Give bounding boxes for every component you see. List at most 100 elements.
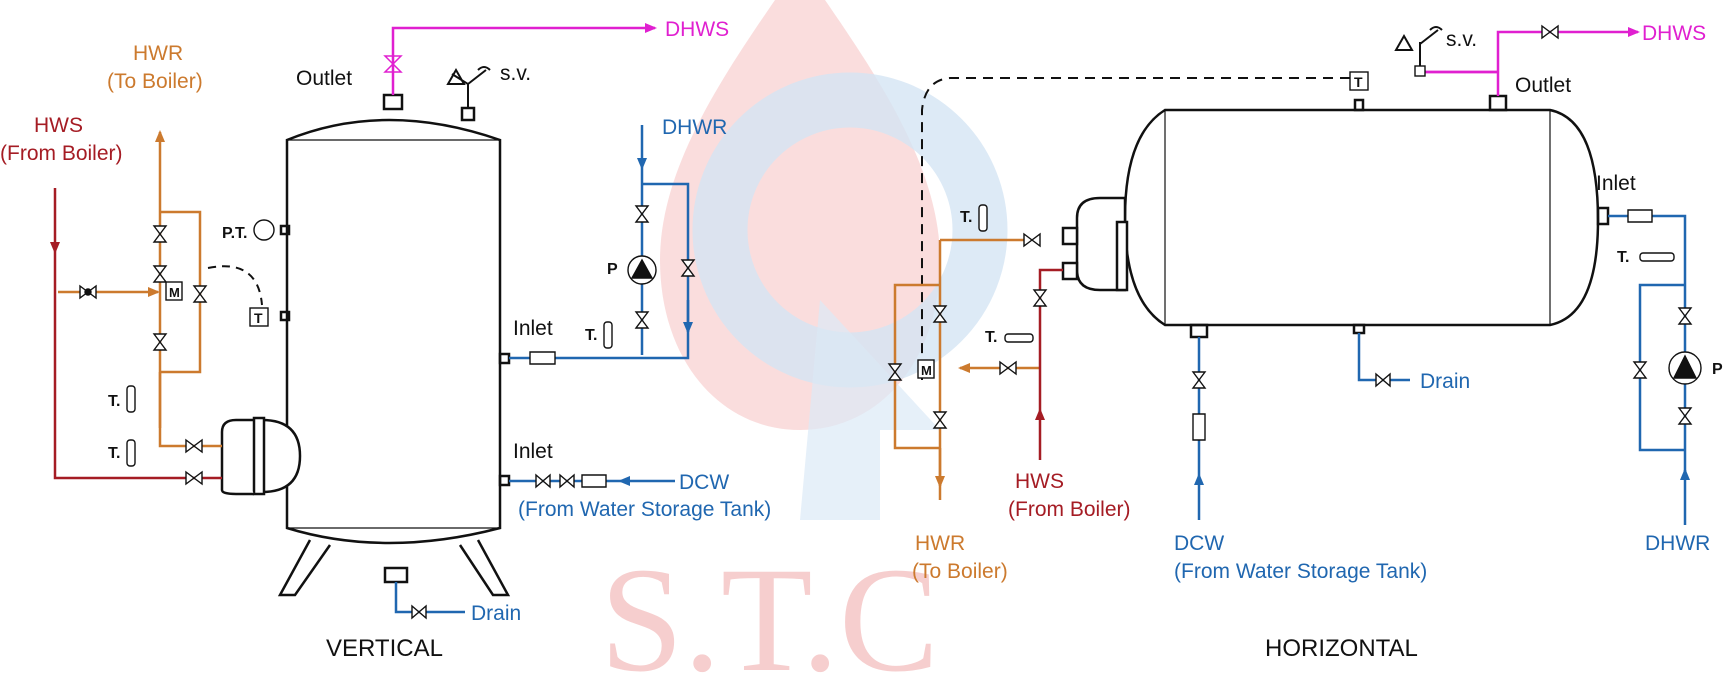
horizontal-hws-label-1: HWS (1015, 470, 1064, 493)
horizontal-pump-triangle (1672, 354, 1698, 379)
vertical-title: VERTICAL (326, 635, 443, 662)
vertical-drain-line (394, 582, 465, 614)
horizontal-motor-valve (917, 359, 935, 379)
vertical-pump-label: P (607, 261, 618, 278)
vertical-coil-valve-bottom (185, 470, 203, 486)
horizontal-t-sensor-label: T (1354, 74, 1363, 90)
vertical-sensor-dashed (207, 265, 263, 306)
horizontal-bypass-valve (887, 363, 903, 381)
vertical-drain-valve (411, 604, 427, 620)
horizontal-t-gauge-hws-label: T. (985, 329, 997, 346)
horizontal-dhws-label: DHWS (1642, 22, 1706, 45)
vertical-coil-valve-top (185, 438, 203, 454)
vertical-dcw-check-valve (581, 474, 607, 488)
vertical-t-gauge-inlet (603, 321, 613, 349)
vertical-sv-label: s.v. (500, 62, 531, 85)
vertical-pt-gauge (253, 219, 275, 241)
vertical-dhwr-valve-2 (634, 311, 650, 329)
vertical-tank-inlet1-nozzle (498, 352, 511, 365)
vertical-pt-label: P.T. (222, 225, 248, 242)
vertical-dhwr-valve-1 (634, 205, 650, 223)
vertical-dcw-valve-1 (535, 473, 551, 489)
horizontal-title: HORIZONTAL (1265, 635, 1418, 662)
horizontal-tank-body (1123, 108, 1600, 327)
vertical-sv-icon (446, 66, 491, 108)
horizontal-coil-nozzle-1 (1061, 226, 1079, 246)
vertical-dcw-valve-2 (559, 473, 575, 489)
horizontal-t-gauge-inlet (1639, 252, 1675, 262)
horizontal-dhwr-valve-1 (1677, 307, 1693, 325)
horizontal-labels: s.v. DHWS Outlet Inlet T. T. T. P HWS (F… (912, 22, 1723, 662)
vertical-t-gauge-1 (126, 385, 136, 413)
horizontal-valves: T M (887, 24, 1702, 441)
horizontal-dcw-check-valve (1192, 413, 1206, 441)
vertical-tank-outlet-nozzle (382, 93, 404, 111)
vertical-outlet-label: Outlet (296, 67, 352, 90)
horizontal-hwr-valve-2 (932, 411, 948, 429)
horizontal-dhws-valve (1541, 24, 1559, 40)
horizontal-sv-label: s.v. (1446, 28, 1477, 51)
vertical-dhws-valve (383, 55, 403, 73)
vertical-drain-label: Drain (471, 602, 521, 625)
horizontal-t-sensor (1349, 71, 1369, 91)
vertical-hwr-to-coil (158, 372, 222, 448)
horizontal-bottom-nozzle-1 (1189, 323, 1209, 339)
vertical-tank-bottom-nozzle (383, 566, 409, 584)
vertical-pump-triangle (630, 258, 654, 279)
vertical-t-gauge-2 (126, 439, 136, 467)
vertical-inlet1-label: Inlet (513, 317, 553, 340)
vertical-dhws-label: DHWS (665, 18, 729, 41)
horizontal-drain-label: Drain (1420, 370, 1470, 393)
vertical-tank-leg-left (277, 539, 332, 597)
horizontal-t-gauge-inlet-label: T. (1617, 249, 1629, 266)
horizontal-inlet-nozzle (1596, 206, 1610, 226)
horizontal-hws-to-coil (1038, 268, 1063, 410)
horizontal-bottom-nozzle-2 (1352, 323, 1366, 335)
vertical-hws-return (53, 252, 222, 480)
horizontal-motor-label: M (921, 363, 932, 378)
vertical-hwr-valve-mid (152, 265, 168, 283)
horizontal-sensor-nozzle (1353, 98, 1365, 112)
vertical-t-gauge-2-label: T. (108, 445, 120, 462)
horizontal-dcw-label-2: (From Water Storage Tank) (1174, 560, 1427, 583)
horizontal-outlet-nozzle (1488, 94, 1508, 112)
vertical-dcw-label-1: DCW (679, 471, 729, 494)
horizontal-inlet-label: Inlet (1596, 172, 1636, 195)
horizontal-coil-nozzle-2 (1061, 261, 1079, 281)
vertical-dhwr-bypass-valve (680, 259, 696, 277)
vertical-inlet1-line (509, 330, 690, 360)
vertical-coil-nozzles (220, 418, 254, 496)
vertical-tank-leg-right (458, 539, 511, 597)
watermark-text: S.T.C (600, 537, 939, 682)
vertical-dcw-label-2: (From Water Storage Tank) (518, 498, 771, 521)
horizontal-piping (893, 27, 1690, 525)
vertical-t-sensor-label: T (254, 310, 263, 326)
vertical-inlet1-check-valve (529, 351, 556, 365)
vertical-tank-body (285, 118, 502, 545)
vertical-hws-valve-dot (84, 288, 92, 296)
horizontal-hws-valve-2 (1032, 289, 1048, 307)
vertical-t-gauge-inlet-label: T. (585, 327, 597, 344)
vertical-t-sensor (249, 307, 269, 327)
horizontal-hwr-label-1: HWR (915, 532, 965, 555)
horizontal-dhwr-label: DHWR (1645, 532, 1710, 555)
horizontal-coil-valve (1023, 232, 1041, 248)
vertical-dhwr-label: DHWR (662, 116, 727, 139)
horizontal-t-gauge-hws (1004, 333, 1034, 343)
vertical-hwr-label-1: HWR (133, 42, 183, 65)
horizontal-dhwr-bypass-valve (1632, 361, 1648, 379)
vertical-coil-flange (252, 416, 266, 496)
vertical-tank-sensor-nozzle (279, 310, 291, 322)
horizontal-outlet-label: Outlet (1515, 74, 1571, 97)
horizontal-t-gauge-coil-label: T. (960, 209, 972, 226)
horizontal-hws-valve-1 (999, 360, 1017, 376)
vertical-tank-assembly (220, 93, 511, 597)
vertical-tank-pt-nozzle (279, 224, 291, 236)
horizontal-pump-label: P (1712, 361, 1723, 378)
horizontal-hwr-label-2: (To Boiler) (912, 560, 1008, 583)
horizontal-dashed-sensor (921, 77, 1350, 380)
horizontal-drain-line (1357, 333, 1410, 382)
vertical-hwr-label-2: (To Boiler) (107, 70, 203, 93)
vertical-hwr-valve-bottom (152, 333, 168, 351)
